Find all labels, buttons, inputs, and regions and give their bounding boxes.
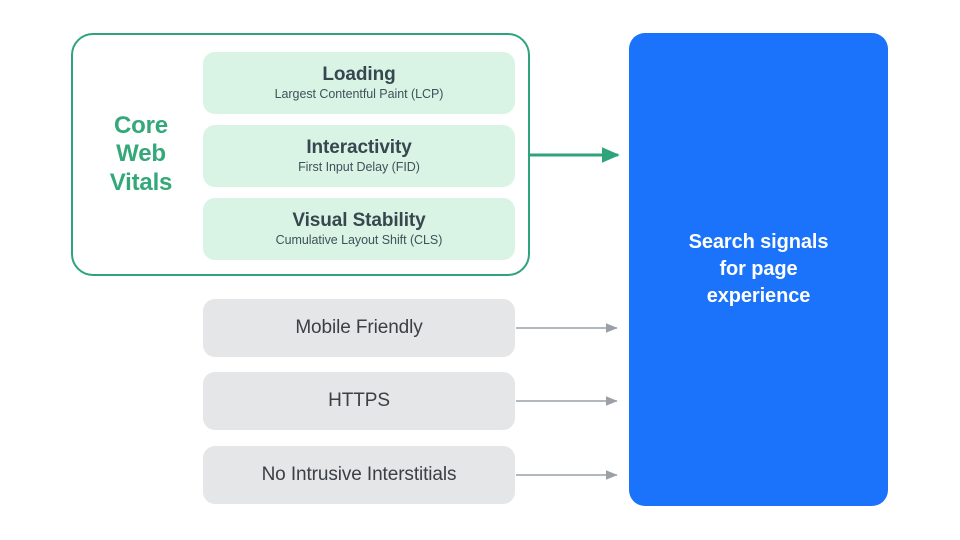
metric-card-interactivity[interactable]: Interactivity First Input Delay (FID) [203, 125, 515, 187]
metric-subtitle-interactivity: First Input Delay (FID) [298, 159, 420, 174]
core-web-vitals-label: Core Web Vitals [86, 112, 196, 197]
metric-subtitle-visual-stability: Cumulative Layout Shift (CLS) [275, 232, 443, 247]
metric-card-loading[interactable]: Loading Largest Contentful Paint (LCP) [203, 52, 515, 114]
search-signals-panel[interactable]: Search signals for page experience [629, 33, 888, 506]
signal-box-https[interactable]: HTTPS [203, 372, 515, 430]
core-web-vitals-label-line-3: Vitals [109, 168, 173, 196]
metric-subtitle-loading: Largest Contentful Paint (LCP) [274, 86, 444, 101]
signal-label-https: HTTPS [328, 390, 390, 411]
signal-box-mobile-friendly[interactable]: Mobile Friendly [203, 299, 515, 357]
metric-card-visual-stability[interactable]: Visual Stability Cumulative Layout Shift… [203, 198, 515, 260]
search-signals-panel-text: Search signals for page experience [688, 231, 829, 307]
signal-label-mobile-friendly: Mobile Friendly [295, 317, 423, 338]
metric-title-interactivity: Interactivity [306, 137, 412, 159]
metric-title-visual-stability: Visual Stability [292, 210, 426, 232]
signal-label-no-intrusive-interstitials: No Intrusive Interstitials [261, 464, 457, 485]
signal-box-no-intrusive-interstitials[interactable]: No Intrusive Interstitials [203, 446, 515, 504]
core-web-vitals-label-line-2: Web [116, 140, 166, 168]
core-web-vitals-label-line-1: Core [114, 112, 168, 139]
metric-title-loading: Loading [322, 64, 396, 86]
